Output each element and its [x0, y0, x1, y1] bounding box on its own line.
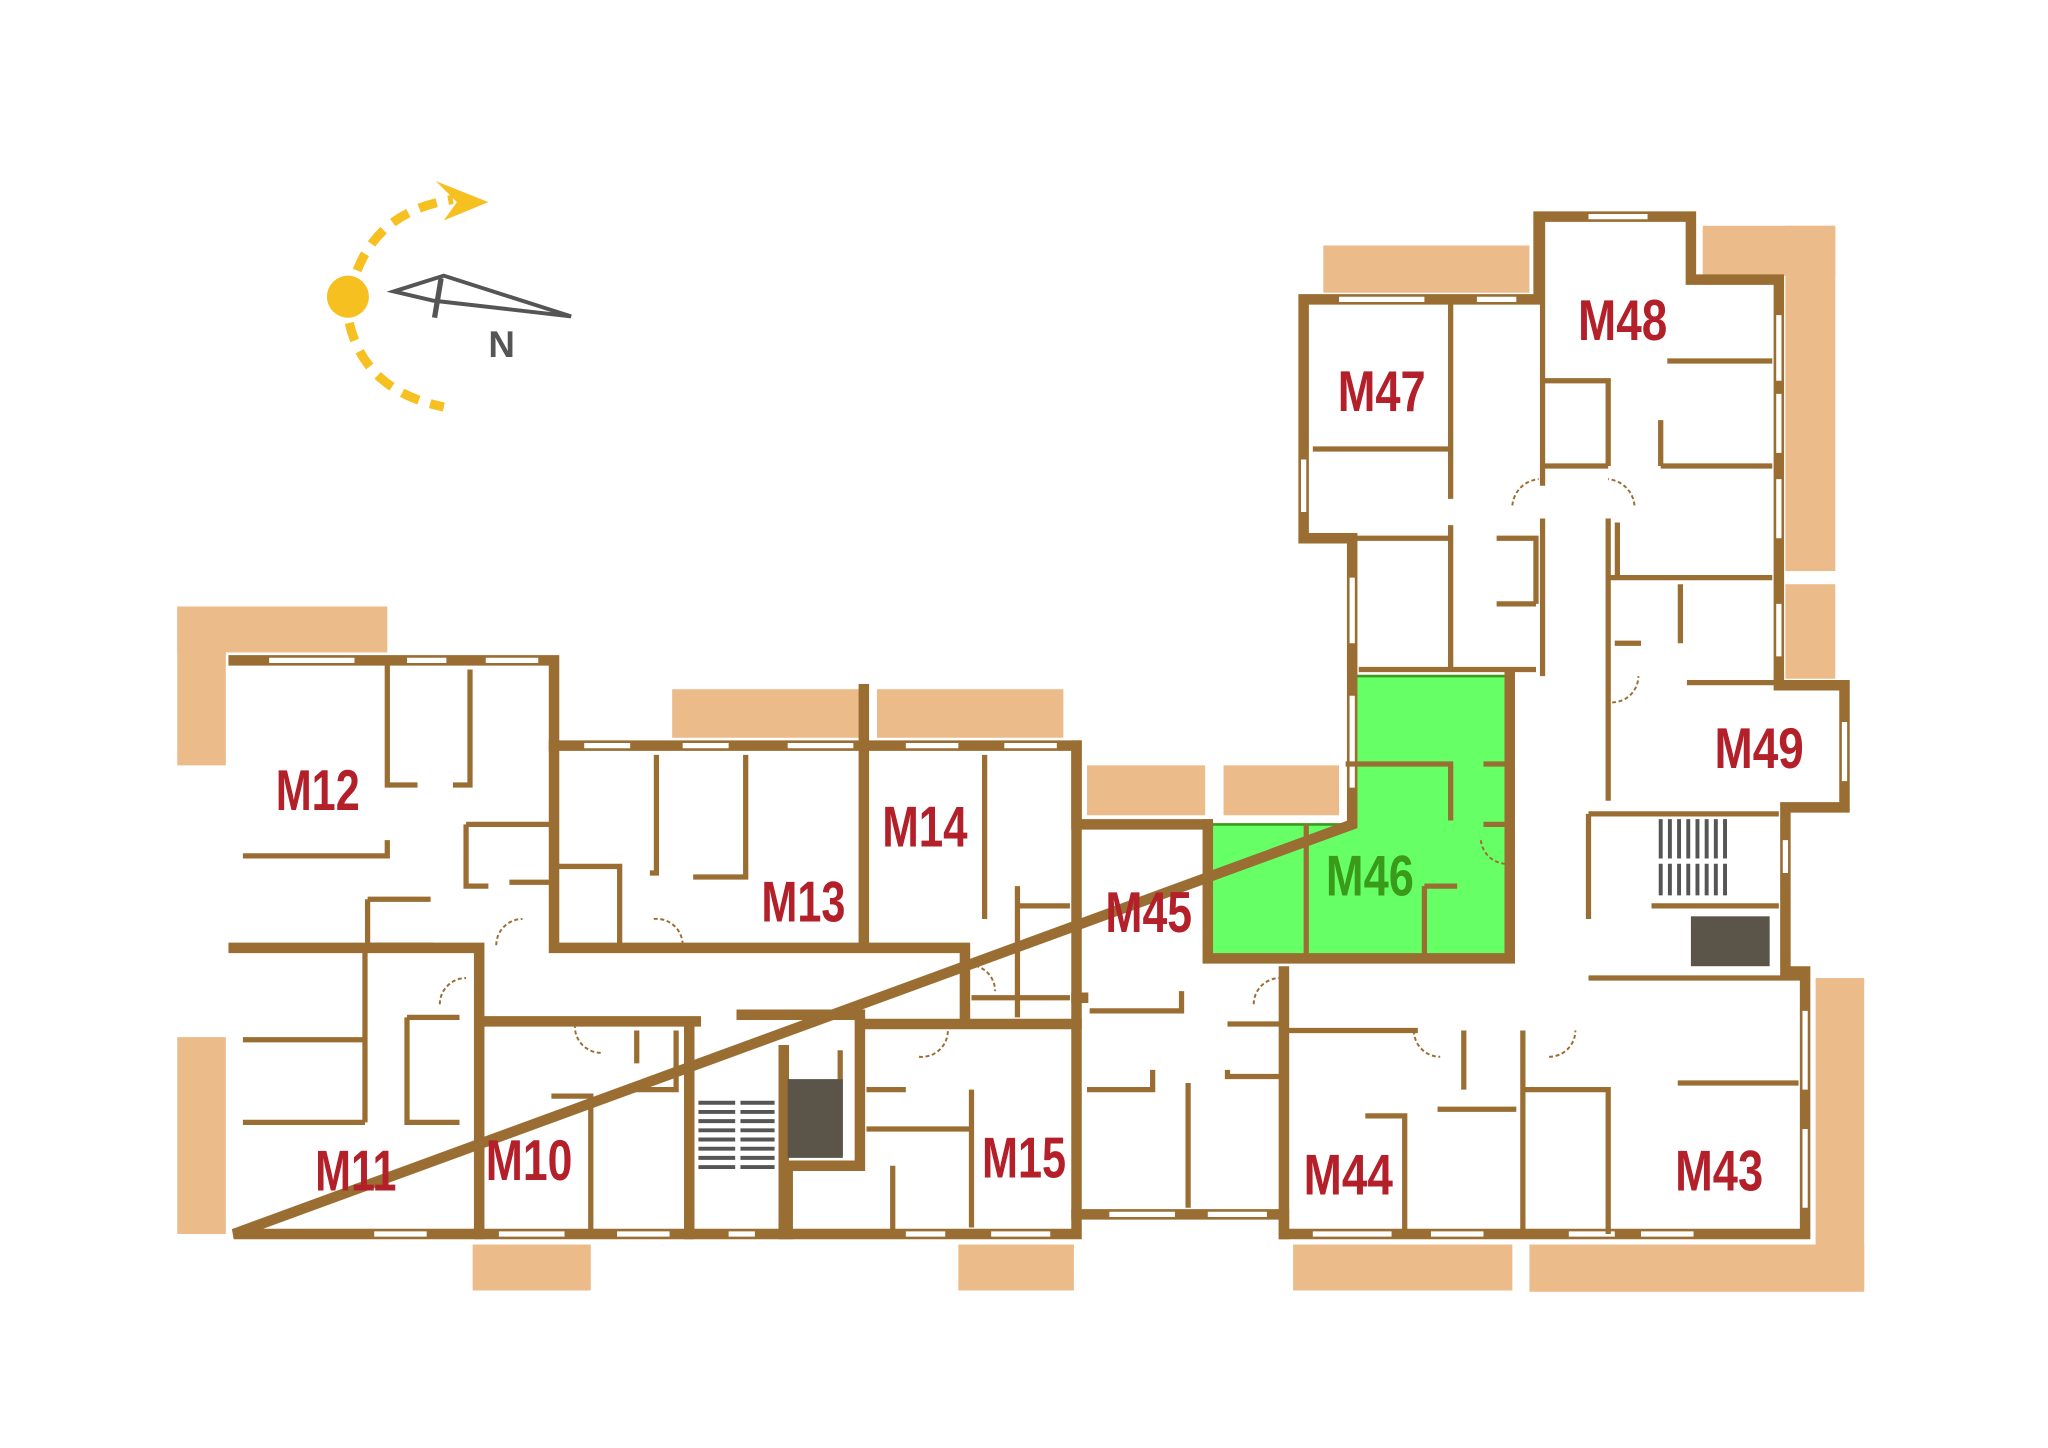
sun-path-compass-icon: N: [326, 181, 572, 412]
unit-label-M43[interactable]: M43: [1675, 1140, 1763, 1204]
balconies: [177, 225, 1865, 1292]
exterior-walls: [228, 211, 1850, 1240]
unit-label-M46[interactable]: M46: [1326, 844, 1414, 908]
elevator-right: [1690, 916, 1770, 967]
interior-walls: [228, 216, 1806, 1240]
unit-label-M44[interactable]: M44: [1304, 1144, 1393, 1208]
unit-label-M11[interactable]: M11: [315, 1140, 396, 1204]
unit-label-M49[interactable]: M49: [1715, 717, 1804, 781]
unit-labels: M12 M13 M14 M45 M46 M47 M48 M49 M11 M10 …: [276, 289, 1804, 1208]
unit-label-M45[interactable]: M45: [1105, 881, 1192, 945]
unit-label-M12[interactable]: M12: [276, 759, 360, 823]
stairs-left: [695, 1096, 775, 1172]
stairs-right: [1658, 819, 1727, 896]
elevator-left: [787, 1079, 843, 1158]
unit-label-M47[interactable]: M47: [1338, 360, 1426, 424]
north-label: N: [488, 324, 515, 365]
unit-label-M15[interactable]: M15: [982, 1127, 1066, 1191]
unit-label-M48[interactable]: M48: [1578, 289, 1667, 353]
unit-label-M14[interactable]: M14: [882, 796, 967, 860]
unit-label-M10[interactable]: M10: [486, 1129, 573, 1193]
unit-label-M13[interactable]: M13: [761, 871, 845, 935]
unit-M46-area[interactable]: [1206, 674, 1512, 960]
